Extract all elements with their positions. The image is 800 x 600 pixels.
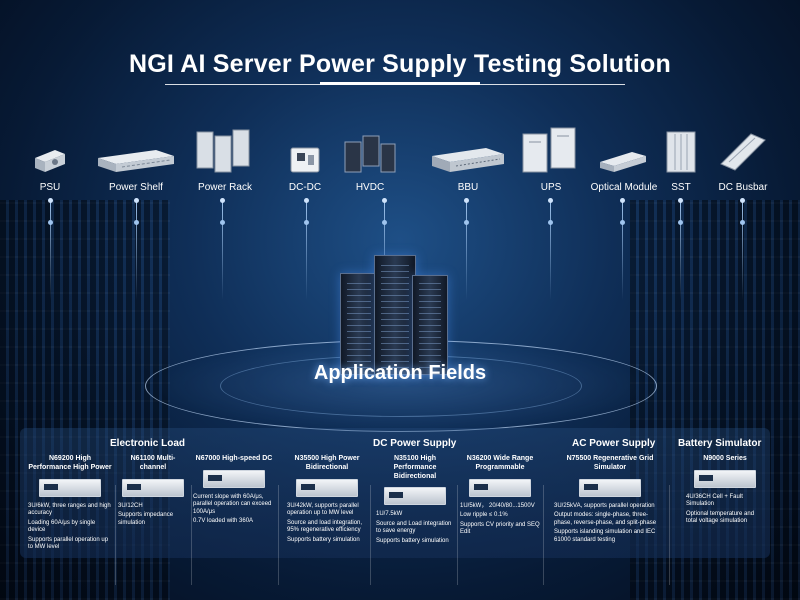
feature-text: Supports islanding simulation and IEC 61… <box>554 529 656 543</box>
power-rack-icon <box>190 126 260 174</box>
feature-text: Low ripple ≤ 0.1% <box>460 512 508 518</box>
product-optical-module: Optical Module <box>588 126 660 193</box>
device-image <box>694 469 756 488</box>
product-label: Optical Module <box>590 182 658 193</box>
product-power-shelf: Power Shelf <box>92 126 180 193</box>
ups-icon <box>515 126 587 174</box>
column-title: N75500 Regenerative Grid Simulator <box>566 455 654 471</box>
page-title: NGI AI Server Power Supply Testing Solut… <box>128 50 671 78</box>
feature-text: 1U/7.5kW <box>376 511 403 518</box>
column-title: N61100 Multi-channel <box>130 455 176 471</box>
feature-text: 4U/36CH Cell + Fault Simulation <box>686 493 743 508</box>
feature-text: Supports impedance simulation <box>118 512 174 526</box>
feature-text: 3U/42kW, supports parallel operation up … <box>287 502 359 517</box>
product-label: SST <box>671 182 691 193</box>
product-column: N67000 High-speed DC Current slope with … <box>193 455 279 585</box>
device-image <box>39 478 101 497</box>
feature-text: Supports CV priority and SEQ Edit <box>460 521 540 536</box>
product-psu: PSU <box>25 126 75 193</box>
feature-text: Supports parallel operation up to MW lev… <box>28 536 109 551</box>
product-label: Power Shelf <box>109 182 163 193</box>
center-heading: Application Fields <box>313 362 487 384</box>
product-column: N75500 Regenerative Grid Simulator 3U/25… <box>554 455 670 585</box>
product-bbu: BBU <box>428 126 508 193</box>
feature-text: 3U/12CH <box>118 502 143 509</box>
device-image <box>384 487 446 506</box>
feature-text: Optional temperature and total voltage s… <box>686 510 755 525</box>
feature-text: 3U/6kW, three ranges and high accuracy <box>28 502 111 517</box>
connector-line <box>620 198 625 300</box>
sst-icon <box>660 126 702 174</box>
bbu-icon <box>428 126 508 174</box>
column-title: N36200 Wide Range Programmable <box>466 455 534 471</box>
device-image <box>469 478 531 497</box>
product-column: N35500 High Power Bidirectional 3U/42kW,… <box>287 455 371 585</box>
optical-module-icon <box>588 126 660 174</box>
product-column: N9000 Series 4U/36CH Cell + Fault Simula… <box>686 455 764 526</box>
category-electronic-load: Electronic Load <box>110 438 186 449</box>
product-label: PSU <box>39 182 61 193</box>
feature-text: 0.7V loaded with 360A <box>193 518 254 525</box>
feature-text: Loading 60A/μs by single device <box>28 519 96 534</box>
column-title: N9000 Series <box>703 455 747 462</box>
product-column: N35100 High Performance Bidirectional 1U… <box>376 455 458 585</box>
connector-line <box>134 198 139 300</box>
feature-text: Supports battery simulation <box>376 537 449 544</box>
column-title: N35500 High Power Bidirectional <box>294 455 360 471</box>
feature-text: 3U/25kVA, supports parallel operation <box>554 502 655 509</box>
connector-line <box>382 198 387 300</box>
column-title: N67000 High-speed DC <box>195 455 273 462</box>
product-column: N61100 Multi-channel 3U/12CH Supports im… <box>118 455 192 585</box>
feature-text: Supports battery simulation <box>287 536 360 543</box>
feature-text: Current slope with 60A/μs, parallel oper… <box>193 493 272 515</box>
product-ups: UPS <box>515 126 587 193</box>
hvdc-icon <box>340 126 400 174</box>
dc-dc-icon <box>280 126 330 174</box>
product-label: Power Rack <box>198 182 252 193</box>
product-sst: SST <box>660 126 702 193</box>
power-shelf-icon <box>92 126 180 174</box>
connector-line <box>220 198 225 300</box>
product-dc-dc: DC-DC <box>280 126 330 193</box>
product-label: HVDC <box>355 182 385 193</box>
connector-line <box>678 198 683 300</box>
category-ac-power-supply: AC Power Supply <box>572 438 656 449</box>
server-cabinets-graphic <box>340 255 465 375</box>
product-hvdc: HVDC <box>340 126 400 193</box>
title-underline-accent <box>320 82 480 85</box>
product-label: DC Busbar <box>718 182 768 193</box>
product-dc-busbar: DC Busbar <box>712 126 774 193</box>
category-battery-simulator: Battery Simulator <box>678 438 762 449</box>
connector-line <box>304 198 309 300</box>
category-dc-power-supply: DC Power Supply <box>373 438 457 449</box>
connector-line <box>464 198 469 300</box>
product-column: N69200 High Performance High Power 3U/6k… <box>28 455 116 585</box>
product-label: DC-DC <box>288 182 322 193</box>
product-label: UPS <box>540 182 562 193</box>
feature-text: Output modes: single-phase, three-phase,… <box>554 512 657 526</box>
product-power-rack: Power Rack <box>190 126 260 193</box>
device-image <box>203 469 265 488</box>
feature-text: Source and load integration, 95% regener… <box>287 519 363 534</box>
dc-busbar-icon <box>712 126 774 174</box>
device-image <box>122 478 184 497</box>
feature-text: Source and Load integration to save ener… <box>376 520 452 535</box>
column-title: N35100 High Performance Bidirectional <box>393 455 437 480</box>
device-image <box>296 478 358 497</box>
device-image <box>579 478 641 497</box>
product-column: N36200 Wide Range Programmable 1U/5kW， 2… <box>460 455 544 585</box>
connector-line <box>740 198 745 300</box>
psu-icon <box>25 126 75 174</box>
feature-text: 1U/5kW， 20/40/80...1500V <box>460 502 535 509</box>
product-label: BBU <box>457 182 479 193</box>
connector-line <box>548 198 553 300</box>
column-title: N69200 High Performance High Power <box>28 455 112 471</box>
connector-line <box>48 198 53 300</box>
